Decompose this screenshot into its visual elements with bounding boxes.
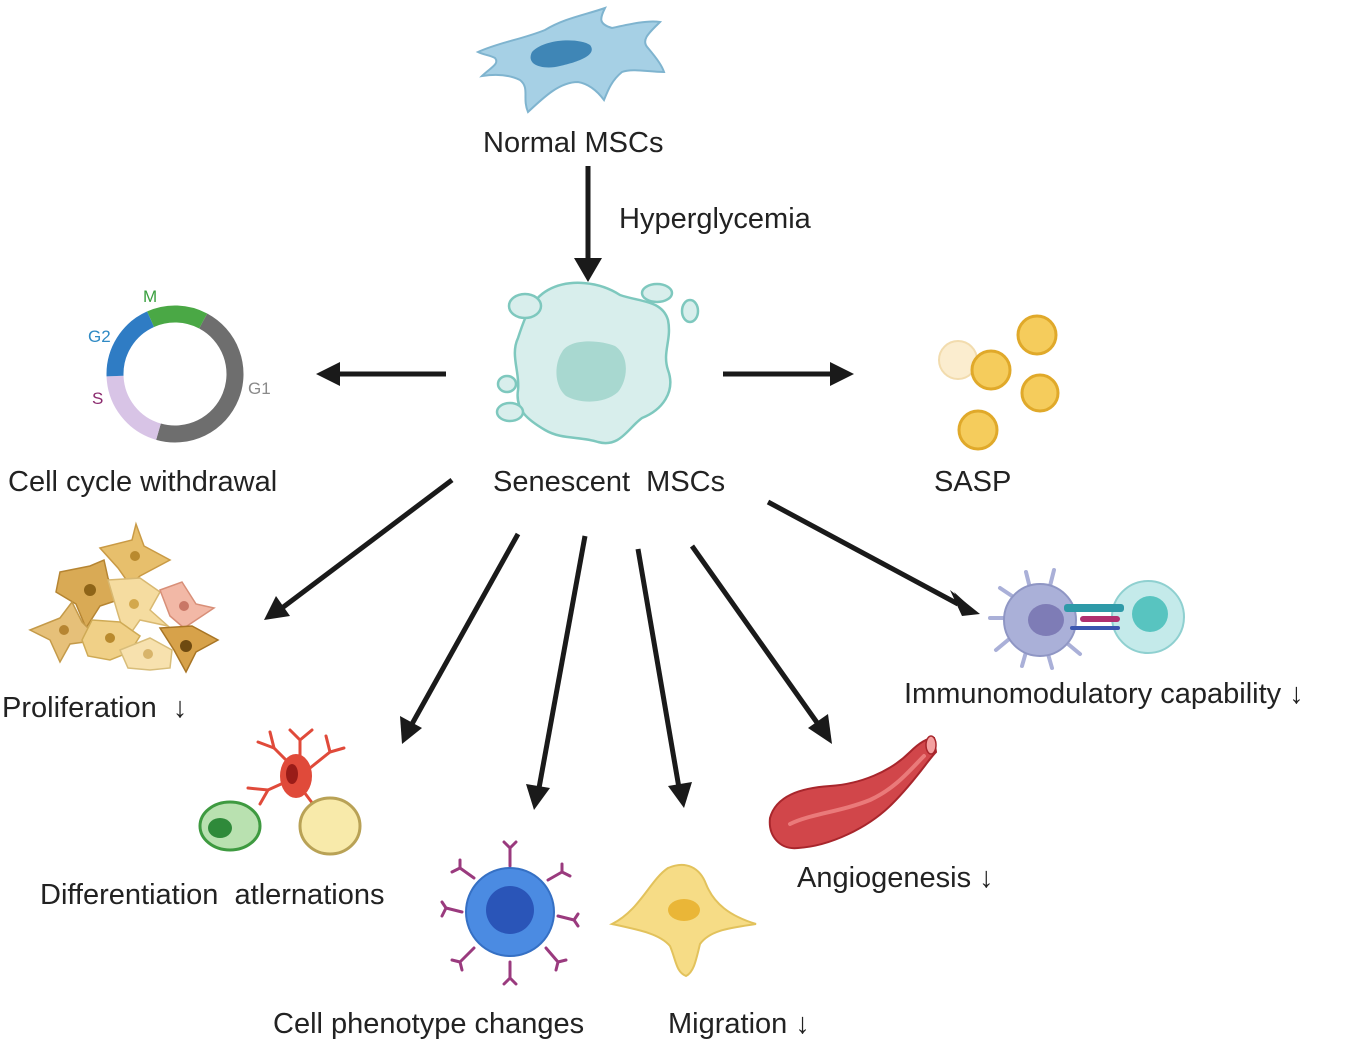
cell-cycle-arc-g2 bbox=[106, 311, 155, 377]
label-proliferation: Proliferation ↓ bbox=[2, 692, 188, 724]
sasp-vesicles-icon bbox=[938, 314, 1060, 451]
differentiation-cells-icon bbox=[198, 728, 362, 856]
arrow-to-differentiation bbox=[400, 532, 521, 744]
cell-cycle-ring bbox=[106, 305, 244, 443]
blood-vessel-icon bbox=[768, 735, 938, 850]
normal-msc-icon bbox=[475, 6, 666, 114]
cell-cycle-arc-m bbox=[147, 305, 208, 329]
cell-cycle-arc-s bbox=[106, 375, 162, 440]
label-senescent-mscs: Senescent MSCs bbox=[493, 466, 726, 498]
label-sasp: SASP bbox=[934, 466, 1012, 498]
cell-cycle-label-g1: G1 bbox=[248, 379, 271, 398]
arrow-normal-to-senescent bbox=[574, 166, 602, 282]
label-migration: Migration ↓ bbox=[668, 1008, 810, 1040]
arrow-to-proliferation bbox=[264, 478, 454, 620]
cell-cycle-label-m: M bbox=[143, 287, 157, 306]
migration-cell-icon bbox=[609, 863, 757, 978]
cell-cycle-arc-g1 bbox=[156, 313, 244, 443]
label-immunomodulatory: Immunomodulatory capability ↓ bbox=[904, 678, 1304, 710]
label-cell-cycle-withdrawal: Cell cycle withdrawal bbox=[8, 466, 278, 498]
arrow-to-angiogenesis bbox=[689, 544, 832, 744]
arrow-to-phenotype bbox=[526, 535, 588, 810]
label-hyperglycemia: Hyperglycemia bbox=[619, 203, 811, 235]
proliferating-cells-icon bbox=[28, 521, 220, 674]
arrow-to-immunomodulatory bbox=[766, 499, 980, 616]
label-normal-mscs: Normal MSCs bbox=[483, 127, 664, 159]
immune-synapse-icon bbox=[988, 568, 1185, 670]
label-differentiation: Differentiation atlernations bbox=[40, 879, 385, 911]
arrow-to-migration bbox=[635, 548, 692, 808]
label-cell-phenotype: Cell phenotype changes bbox=[273, 1008, 585, 1040]
arrow-to-cell-cycle bbox=[316, 362, 446, 386]
cell-cycle-label-g2: G2 bbox=[88, 327, 111, 346]
cell-cycle-label-s: S bbox=[92, 389, 103, 408]
label-angiogenesis: Angiogenesis ↓ bbox=[797, 862, 994, 894]
phenotype-cell-icon bbox=[440, 840, 580, 986]
arrows-layer bbox=[264, 166, 980, 810]
senescent-msc-icon bbox=[495, 281, 700, 445]
arrow-to-sasp bbox=[723, 362, 854, 386]
